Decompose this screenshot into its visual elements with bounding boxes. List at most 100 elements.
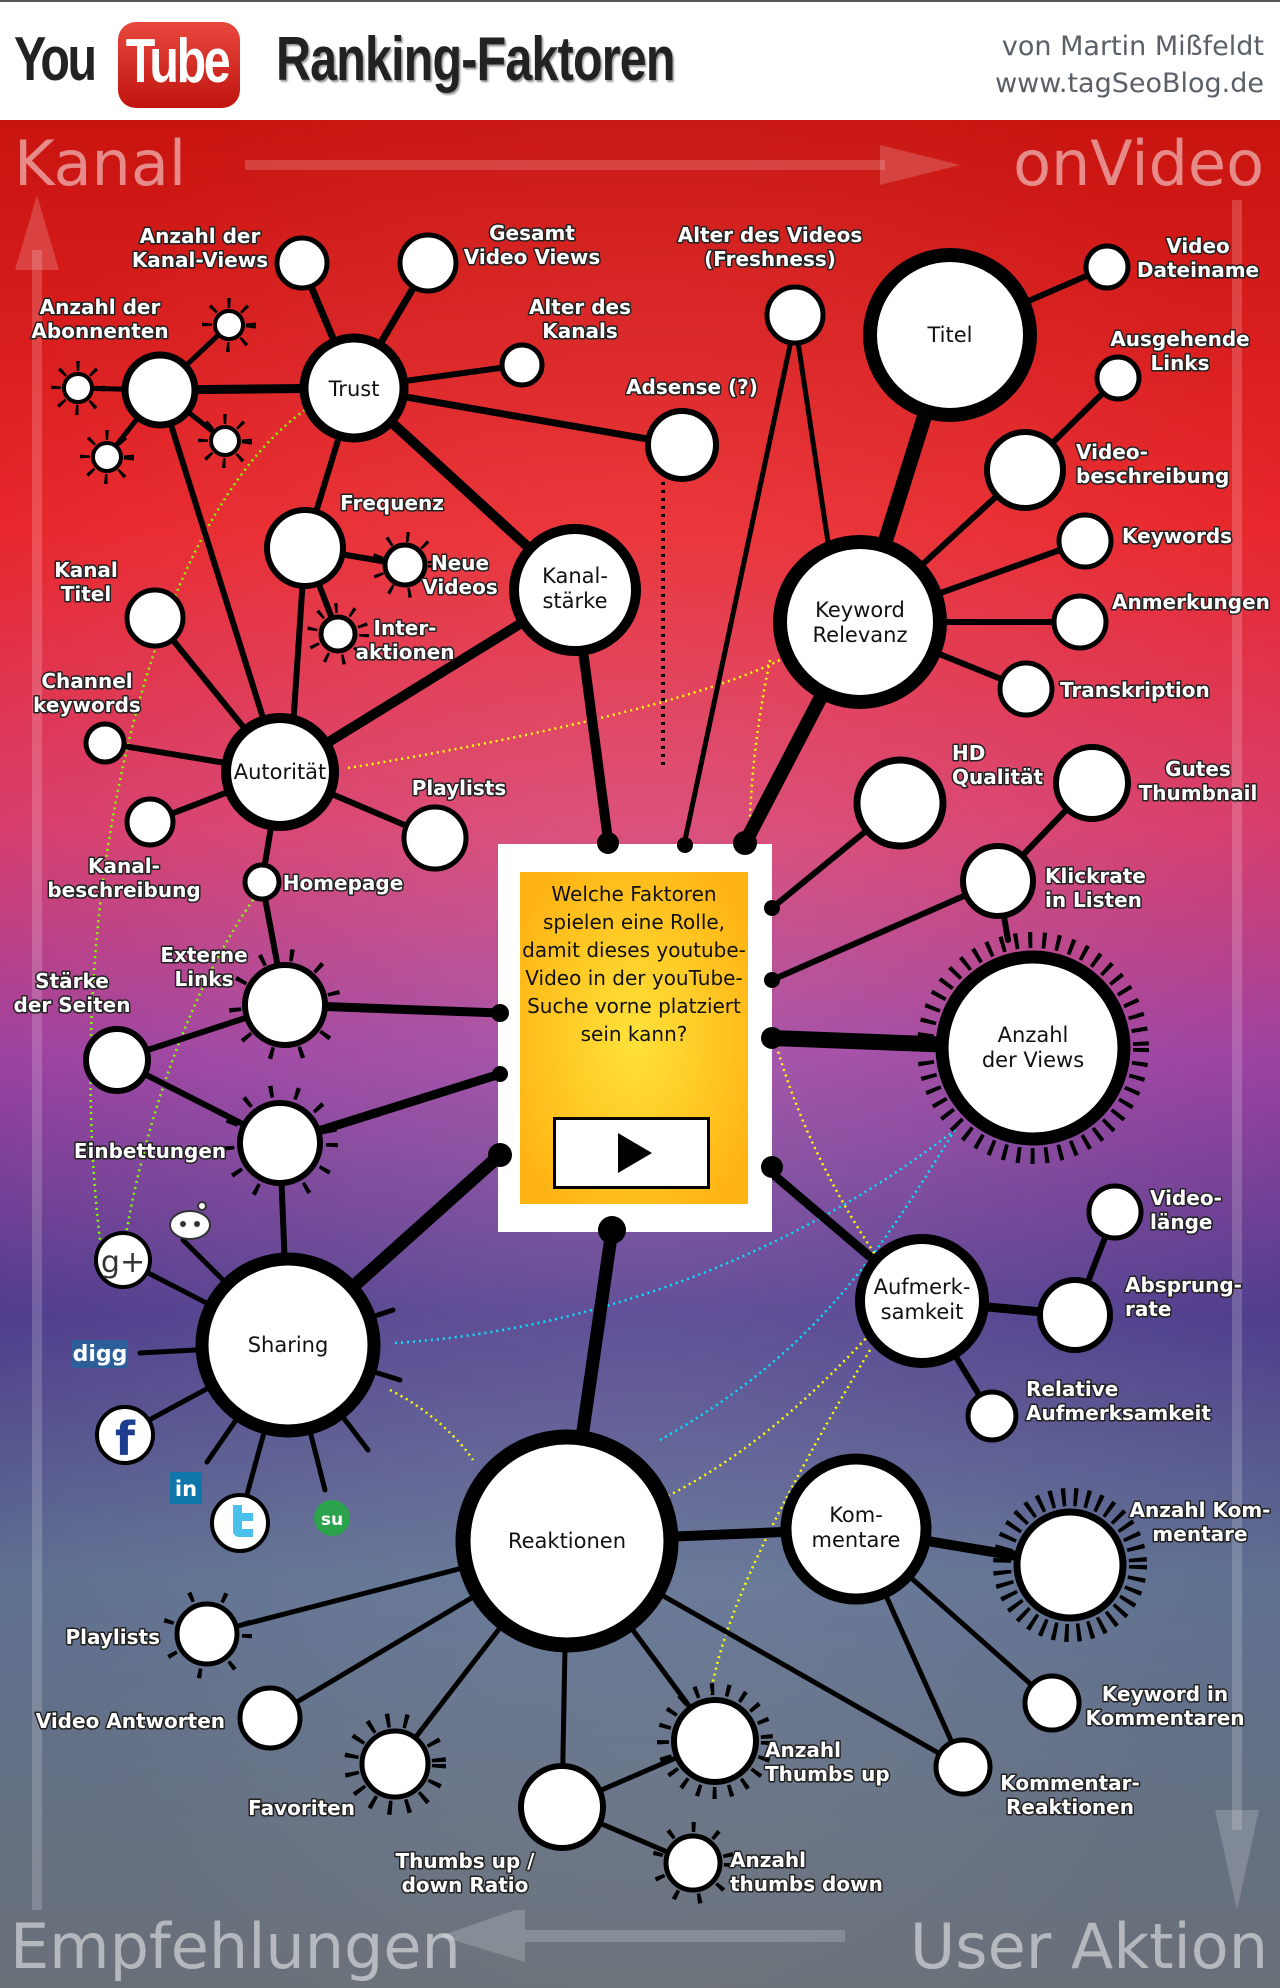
node-relative-aufmerksamkeit[interactable] bbox=[965, 1389, 1019, 1443]
node-videobeschreibung[interactable] bbox=[984, 429, 1066, 511]
facebook-icon[interactable]: f bbox=[95, 1405, 155, 1466]
node-reaktionen[interactable] bbox=[455, 1429, 679, 1653]
node-neue-videos[interactable] bbox=[382, 542, 428, 588]
node-aufmerksamkeit[interactable] bbox=[855, 1234, 989, 1368]
label-kommentar-reaktionen: Kommentar-Reaktionen bbox=[1000, 1771, 1140, 1819]
node-kanal-titel[interactable] bbox=[124, 587, 186, 649]
svg-text:in: in bbox=[175, 1477, 197, 1501]
hub-label-kanalstaerke: Kanal-stärke bbox=[542, 564, 608, 613]
label-video-antworten: Video Antworten bbox=[36, 1709, 225, 1733]
google-plus-icon[interactable]: g+ bbox=[94, 1231, 152, 1289]
play-icon bbox=[618, 1133, 652, 1173]
svg-text:digg: digg bbox=[73, 1342, 128, 1367]
hub-label-sharing: Sharing bbox=[248, 1333, 329, 1357]
node-anzahl-kommentare[interactable] bbox=[1013, 1508, 1127, 1622]
node-sharing[interactable] bbox=[195, 1252, 381, 1438]
center-question: Welche Faktoren spielen eine Rolle, dami… bbox=[522, 882, 746, 1046]
label-videobeschreibung: Video-beschreibung bbox=[1076, 440, 1229, 488]
node-autoritaet[interactable] bbox=[221, 713, 339, 831]
node-keywords[interactable] bbox=[1056, 512, 1114, 570]
svg-text:su: su bbox=[321, 1510, 343, 1530]
svg-text:g+: g+ bbox=[101, 1245, 145, 1280]
node-titel[interactable] bbox=[863, 248, 1037, 422]
node-kanalstaerke[interactable] bbox=[509, 524, 641, 656]
node-keyword-relevanz[interactable] bbox=[773, 535, 947, 709]
author-block: von Martin Mißfeldt www.tagSeoBlog.de bbox=[995, 28, 1264, 102]
node-transkription[interactable] bbox=[997, 660, 1055, 718]
label-interaktionen: Inter-aktionen bbox=[356, 616, 455, 664]
page-title: Ranking-Faktoren bbox=[276, 25, 675, 94]
node-ausgehende-links[interactable] bbox=[1094, 354, 1142, 402]
node-video-antworten[interactable] bbox=[237, 1685, 303, 1751]
node-interaktionen[interactable] bbox=[318, 614, 358, 654]
node-absprungrate[interactable] bbox=[1037, 1277, 1113, 1353]
stumbleupon-icon[interactable]: su bbox=[314, 1500, 350, 1536]
center-question-box bbox=[498, 844, 772, 1232]
node-thumbs-up[interactable] bbox=[671, 1697, 759, 1785]
node-videolaenge[interactable] bbox=[1086, 1183, 1144, 1241]
node-staerke-seiten[interactable] bbox=[83, 1026, 151, 1094]
linkedin-icon[interactable]: in bbox=[170, 1472, 202, 1504]
node-kommentare[interactable] bbox=[780, 1453, 932, 1605]
node-gesamt-video-views[interactable] bbox=[397, 232, 459, 294]
hub-label-reaktionen: Reaktionen bbox=[508, 1529, 626, 1553]
node-externe-links[interactable] bbox=[242, 962, 328, 1048]
direction-arrows bbox=[15, 145, 1259, 1962]
label-absprungrate: Absprung-rate bbox=[1125, 1273, 1242, 1321]
node-einbettungen[interactable] bbox=[237, 1100, 323, 1186]
node-hd-qualitaet[interactable] bbox=[853, 756, 947, 850]
play-button[interactable] bbox=[553, 1117, 710, 1189]
node-anzahl-views[interactable] bbox=[935, 950, 1131, 1146]
node-gutes-thumbnail[interactable] bbox=[1053, 744, 1131, 822]
label-anzahl-kommentare: Anzahl Kom-mentare bbox=[1130, 1498, 1271, 1546]
digg-icon[interactable]: digg bbox=[72, 1340, 128, 1368]
node-keyword-kommentare[interactable] bbox=[1022, 1673, 1082, 1733]
svg-text:f: f bbox=[115, 1412, 136, 1466]
node-alter-kanal[interactable] bbox=[499, 342, 545, 388]
reddit-icon[interactable] bbox=[169, 1201, 211, 1240]
node-kommentar-reaktionen[interactable] bbox=[933, 1737, 993, 1797]
hub-label-trust: Trust bbox=[328, 377, 380, 401]
center-box-connectors bbox=[488, 831, 783, 1244]
node-anzahl-abonnenten[interactable] bbox=[121, 351, 199, 429]
header: You Tube Ranking-Faktoren von Martin Miß… bbox=[0, 0, 1280, 120]
social-icons: g+ digg f in bbox=[72, 1201, 350, 1553]
hub-label-autoritaet: Autorität bbox=[234, 760, 327, 784]
node-homepage[interactable] bbox=[242, 862, 282, 902]
corner-label-onvideo: onVideo bbox=[1013, 127, 1264, 200]
node-playlists-top[interactable] bbox=[401, 804, 469, 872]
node-thumbs-ratio[interactable] bbox=[518, 1763, 606, 1851]
node-alter-video[interactable] bbox=[764, 284, 826, 346]
label-thumbs-ratio: Thumbs up /down Ratio bbox=[396, 1849, 536, 1897]
node-channel-keywords[interactable] bbox=[83, 721, 127, 765]
hub-label-titel: Titel bbox=[926, 323, 972, 347]
node-kanalbeschreibung[interactable] bbox=[124, 796, 176, 848]
website-link[interactable]: www.tagSeoBlog.de bbox=[995, 68, 1264, 99]
node-playlists-bottom[interactable] bbox=[174, 1601, 240, 1667]
node-favoriten[interactable] bbox=[359, 1728, 431, 1800]
node-adsense[interactable] bbox=[645, 408, 719, 482]
corner-label-kanal: Kanal bbox=[14, 127, 186, 200]
youtube-logo-tube: Tube bbox=[118, 22, 240, 108]
corner-label-empfehlungen: Empfehlungen bbox=[10, 1910, 461, 1983]
node-anmerkungen[interactable] bbox=[1051, 593, 1109, 651]
node-thumbs-down[interactable] bbox=[663, 1833, 723, 1893]
node-trust[interactable] bbox=[299, 333, 409, 443]
hub-label-aufmerksamkeit: Aufmerk-samkeit bbox=[874, 1275, 971, 1324]
twitter-icon[interactable] bbox=[210, 1493, 270, 1553]
node-video-dateiname[interactable] bbox=[1083, 243, 1131, 291]
label-playlists-top: Playlists bbox=[412, 776, 507, 800]
node-anzahl-kanal-views[interactable] bbox=[274, 235, 330, 291]
node-klickrate[interactable] bbox=[960, 843, 1036, 919]
node-frequenz[interactable] bbox=[264, 507, 346, 589]
